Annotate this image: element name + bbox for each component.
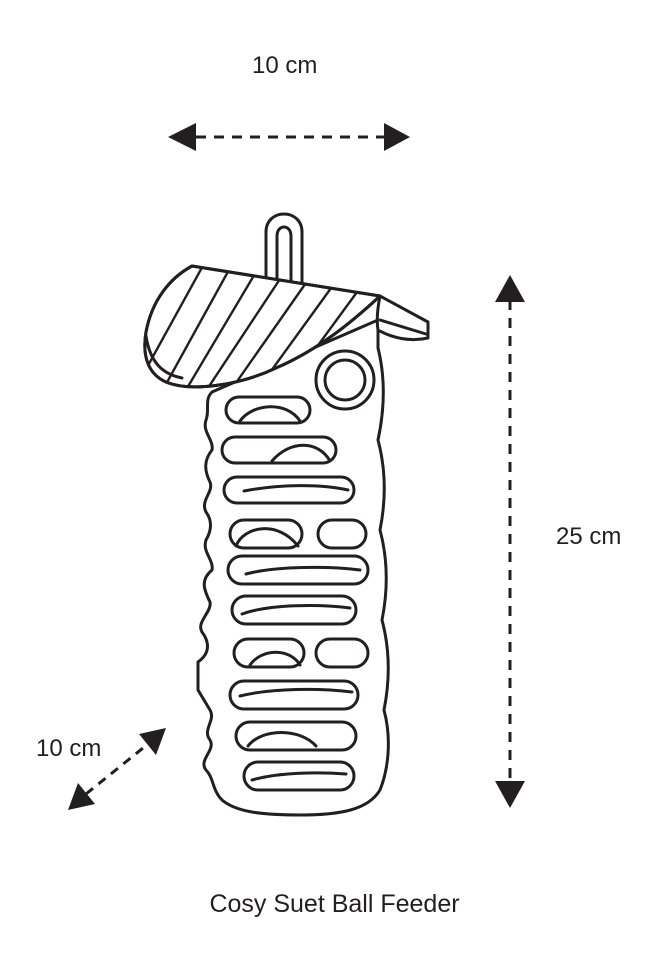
width-arrow <box>168 123 410 151</box>
height-arrow <box>495 275 525 808</box>
height-label: 25 cm <box>556 523 622 550</box>
feeder-illustration <box>143 212 430 817</box>
product-caption: Cosy Suet Ball Feeder <box>209 890 460 918</box>
width-label: 10 cm <box>252 52 318 79</box>
depth-arrow <box>68 728 166 810</box>
roof-ledge <box>375 294 430 342</box>
hanging-loop <box>264 212 304 292</box>
depth-label: 10 cm <box>36 735 102 762</box>
feeder-slots <box>220 395 370 792</box>
